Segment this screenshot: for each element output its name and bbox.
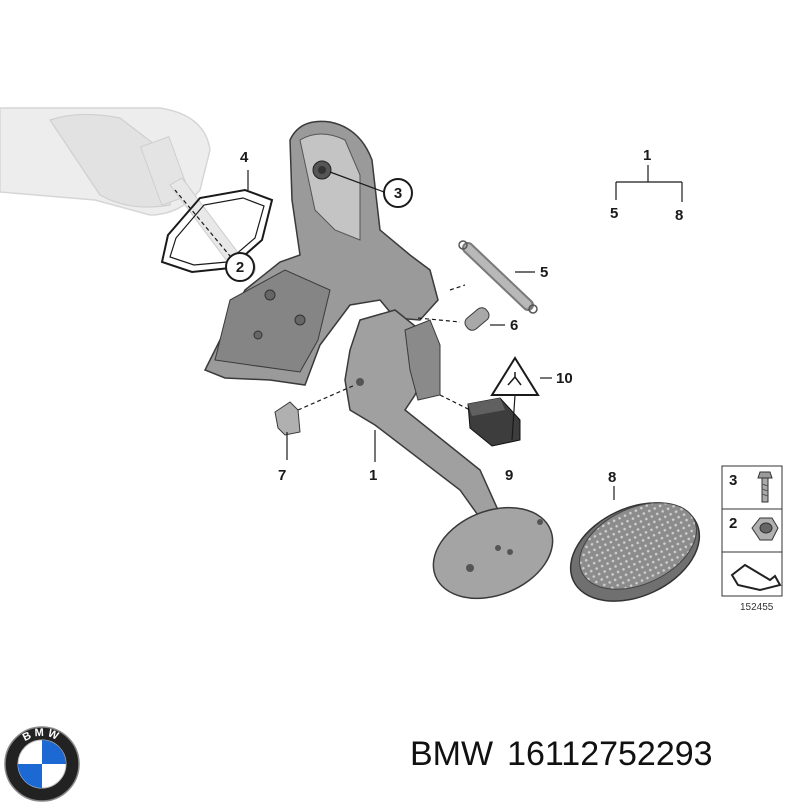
warning-triangle-part-10 [490,356,540,396]
callout-label-8: 8 [608,469,616,486]
callout-label-10: 10 [556,370,573,387]
callout-2-circled: 2 [225,252,255,282]
pedal-bracket [203,120,439,386]
diagram-number: 152455 [740,602,774,613]
callout-4: 4 [240,149,249,166]
legend-bolt-number: 3 [729,472,737,489]
bracket-shape-icon [730,563,782,592]
callout-label-2: 2 [236,259,244,276]
callout-label-5: 5 [540,264,548,281]
tree-left: 5 [610,205,618,222]
tree-right: 8 [675,207,683,224]
callout-3-circled: 3 [383,178,413,208]
callout-label-9: 9 [505,467,513,484]
nut-icon [751,517,779,541]
legend-nut-number: 2 [729,515,737,532]
pedal-arm-part-1 [344,309,554,600]
logo-letters: BMW [21,727,60,744]
switch-part-9 [467,397,521,447]
callout-label-6: 6 [510,317,518,334]
clip-part-7 [274,401,301,436]
sleeve-part-6 [464,307,490,331]
svg-text:BMW: BMW [21,727,63,744]
sealing-ring-part-4 [160,188,274,274]
brand-name: BMW [410,735,494,773]
bolt-icon [757,471,773,503]
pedal-pad-part-8 [569,502,701,602]
callout-label-3: 3 [394,185,402,202]
callout-label-7: 7 [278,467,286,484]
callout-label-4: 4 [240,149,249,166]
hardware-legend: 3 2 152455 [721,465,783,613]
tree-root: 1 [643,147,651,164]
master-cylinder-ghost [0,107,256,279]
footer-brand-line: BMW 16112752293 [410,735,713,774]
part-number: 16112752293 [507,735,713,773]
callout-label-1: 1 [369,467,377,484]
leader-lines [174,170,615,500]
bmw-logo: BMW [4,726,80,802]
assembly-tree: 1 5 8 [610,147,683,224]
return-spring-part-5 [458,240,538,314]
